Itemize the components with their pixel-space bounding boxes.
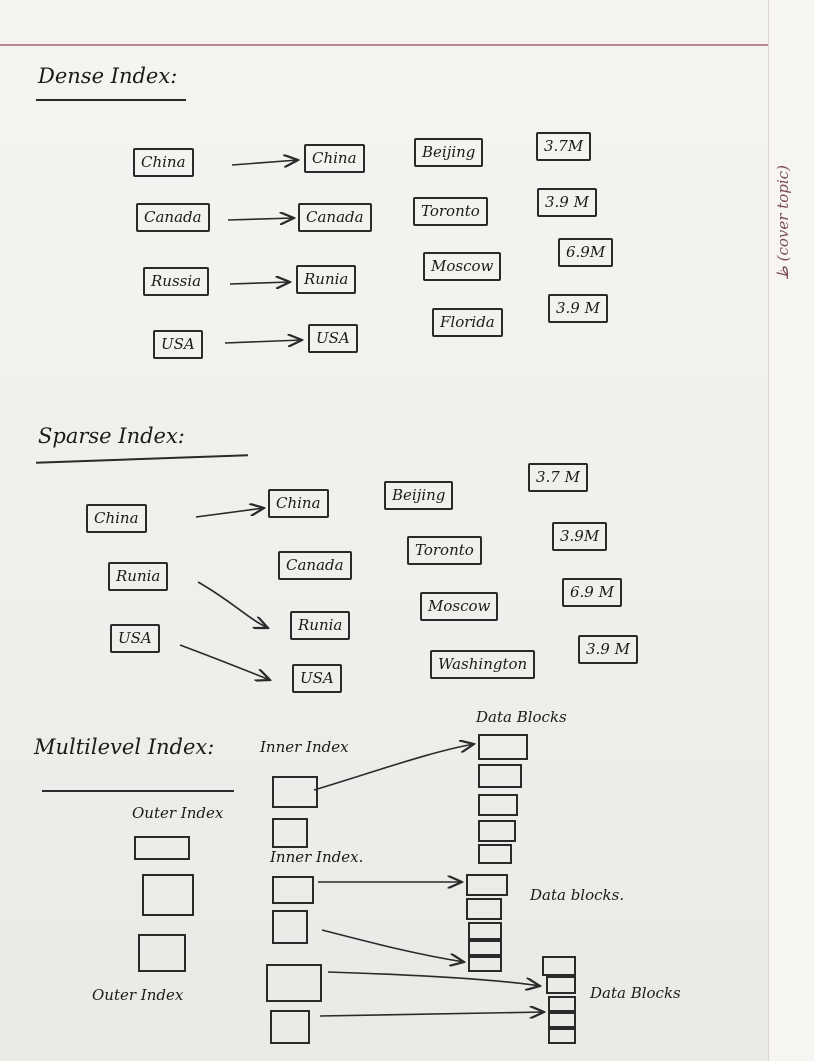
dense-index-heading: Dense Index: bbox=[38, 64, 178, 88]
dense-index-entry: Canada bbox=[136, 203, 210, 232]
data-block bbox=[478, 794, 518, 816]
dense-record-city: Florida bbox=[432, 308, 503, 337]
adjacent-page bbox=[768, 0, 814, 1061]
dense-arrow bbox=[227, 218, 294, 220]
dense-record-country: Canada bbox=[298, 203, 372, 232]
dense-record-country: Runia bbox=[296, 265, 357, 294]
dense-record-country: China bbox=[304, 144, 365, 173]
sparse-record-population: 3.9 M bbox=[578, 635, 638, 664]
dense-record-population: 3.7M bbox=[536, 132, 592, 161]
inner-index-block bbox=[272, 910, 308, 944]
inner-index-label: Inner Index bbox=[260, 738, 349, 756]
sparse-record-population: 3.9M bbox=[552, 522, 608, 551]
multilevel-heading-underline bbox=[42, 790, 234, 792]
inner-index-block bbox=[266, 964, 322, 1002]
data-block bbox=[478, 764, 522, 788]
sparse-record-country: China bbox=[268, 489, 329, 518]
sparse-record-country: USA bbox=[292, 664, 342, 693]
outer-index-block bbox=[134, 836, 190, 860]
multilevel-arrow bbox=[319, 1012, 544, 1016]
sparse-index-entry: Runia bbox=[108, 562, 169, 591]
dense-record-population: 3.9 M bbox=[548, 294, 608, 323]
data-blocks-label: Data blocks. bbox=[530, 886, 625, 904]
data-block bbox=[468, 956, 502, 972]
data-block bbox=[542, 956, 576, 976]
sparse-index-heading: Sparse Index: bbox=[38, 424, 185, 448]
multilevel-arrow bbox=[313, 744, 474, 791]
data-block bbox=[478, 820, 516, 842]
dense-record-population: 3.9 M bbox=[537, 188, 597, 217]
inner-index-block bbox=[270, 1010, 310, 1044]
sparse-record-country: Runia bbox=[290, 611, 351, 640]
data-block bbox=[548, 996, 576, 1012]
sparse-record-city: Moscow bbox=[420, 592, 499, 621]
dense-record-city: Moscow bbox=[423, 252, 502, 281]
dense-record-country: USA bbox=[308, 324, 358, 353]
margin-line bbox=[0, 44, 814, 46]
sparse-arrow bbox=[195, 508, 264, 518]
sparse-record-country: Canada bbox=[278, 551, 352, 580]
multilevel-index-heading: Multilevel Index: bbox=[34, 735, 215, 759]
data-block bbox=[546, 976, 576, 994]
dense-index-entry: USA bbox=[153, 330, 203, 359]
sparse-record-city: Washington bbox=[430, 650, 536, 679]
outer-index-block bbox=[142, 874, 194, 916]
data-block bbox=[478, 844, 512, 864]
inner-index-block bbox=[272, 776, 318, 808]
dense-heading-underline bbox=[36, 99, 186, 101]
sparse-arrow bbox=[197, 581, 268, 628]
data-block bbox=[478, 734, 528, 760]
multilevel-arrow bbox=[327, 971, 540, 986]
sparse-arrow bbox=[179, 644, 270, 680]
dense-arrow bbox=[229, 282, 290, 284]
data-blocks-label: Data Blocks bbox=[476, 708, 567, 726]
dense-arrow bbox=[224, 340, 302, 343]
dense-record-city: Toronto bbox=[413, 197, 488, 226]
data-block bbox=[548, 1012, 576, 1028]
outer-index-label: Outer Index bbox=[132, 804, 224, 822]
sparse-record-city: Beijing bbox=[384, 481, 454, 510]
inner-index-block bbox=[272, 876, 314, 904]
data-block bbox=[548, 1028, 576, 1044]
sparse-index-entry: China bbox=[86, 504, 147, 533]
inner-index-block bbox=[272, 818, 308, 848]
sparse-record-city: Toronto bbox=[407, 536, 482, 565]
data-blocks-label: Data Blocks bbox=[590, 984, 681, 1002]
sparse-index-entry: USA bbox=[110, 624, 160, 653]
dense-record-city: Beijing bbox=[414, 138, 484, 167]
dense-arrow bbox=[231, 160, 298, 165]
data-block bbox=[466, 874, 508, 896]
sparse-record-population: 3.7 M bbox=[528, 463, 588, 492]
outer-index-label: Outer Index bbox=[92, 986, 184, 1004]
data-block bbox=[468, 940, 502, 956]
notebook-page bbox=[0, 0, 790, 1061]
data-block bbox=[468, 922, 502, 940]
dense-record-population: 6.9M bbox=[558, 238, 614, 267]
inner-index-label: Inner Index. bbox=[270, 848, 364, 866]
sparse-record-population: 6.9 M bbox=[562, 578, 622, 607]
dense-index-entry: Russia bbox=[143, 267, 210, 296]
dense-index-entry: China bbox=[133, 148, 194, 177]
multilevel-arrow bbox=[321, 929, 464, 962]
outer-index-block bbox=[138, 934, 186, 972]
data-block bbox=[466, 898, 502, 920]
